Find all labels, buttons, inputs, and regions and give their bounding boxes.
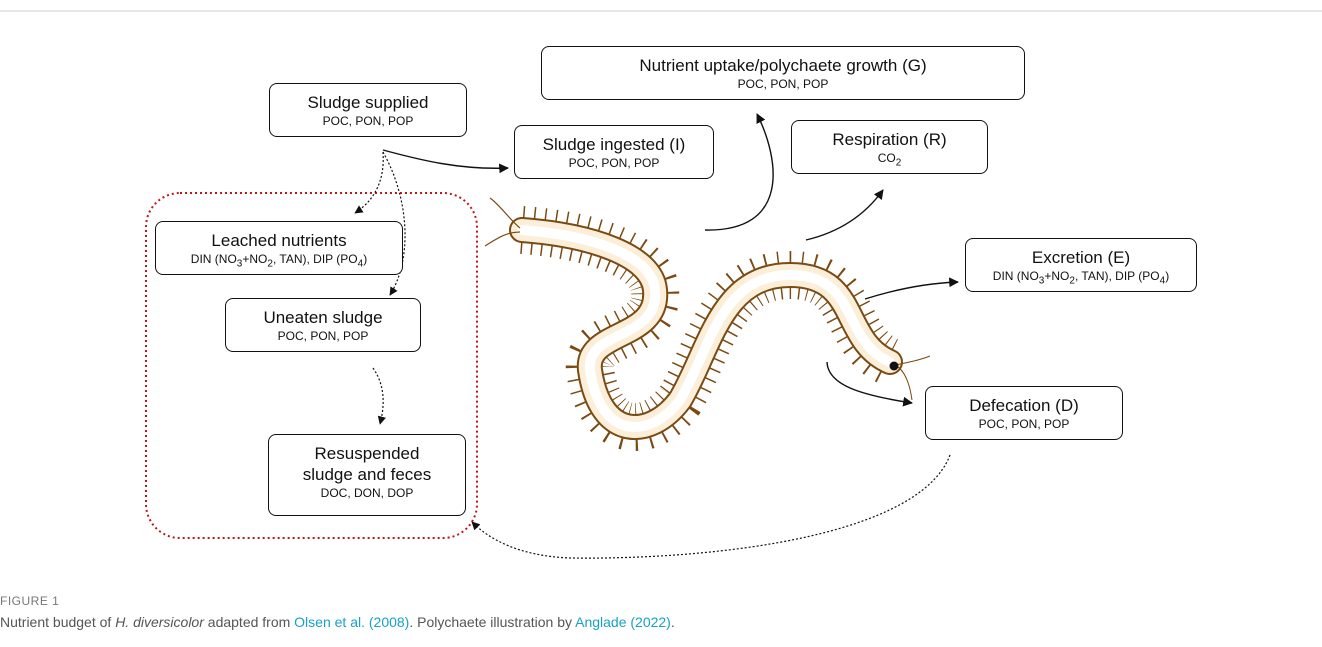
- node-sludge-ingested: Sludge ingested (I) POC, PON, POP: [514, 125, 714, 179]
- node-title: Sludge ingested (I): [542, 135, 686, 154]
- caption-part: Nutrient budget of: [0, 614, 116, 630]
- node-subtitle: POC, PON, POP: [322, 114, 414, 128]
- node-leached-nutrients: Leached nutrients DIN (NO3+NO2, TAN), DI…: [155, 221, 403, 275]
- node-title: Resuspended sludge and feces: [302, 444, 432, 484]
- node-title: Respiration (R): [832, 130, 947, 149]
- arrow-supplied-to-uneaten: [382, 151, 406, 296]
- arrow-supplied-to-ingested: [382, 149, 509, 174]
- figure-label: FIGURE 1: [0, 594, 60, 608]
- node-subtitle: POC, PON, POP: [277, 329, 369, 343]
- node-resuspended-sludge: Resuspended sludge and feces DOC, DON, D…: [268, 434, 466, 516]
- arrow-defecation-to-region: [471, 454, 951, 559]
- caption-part: adapted from: [203, 614, 295, 630]
- reference-link-anglade[interactable]: Anglade (2022): [575, 614, 671, 630]
- node-title: Uneaten sludge: [263, 308, 383, 327]
- arrow-to-respiration: [805, 189, 884, 241]
- node-uneaten-sludge: Uneaten sludge POC, PON, POP: [225, 298, 421, 352]
- node-subtitle: CO2: [877, 151, 902, 169]
- node-respiration: Respiration (R) CO2: [791, 120, 988, 174]
- arrow-to-growth: [704, 113, 774, 231]
- node-polychaete-growth: Nutrient uptake/polychaete growth (G) PO…: [541, 46, 1025, 100]
- node-subtitle: POC, PON, POP: [737, 77, 829, 91]
- node-sludge-supplied: Sludge supplied POC, PON, POP: [269, 83, 467, 137]
- node-subtitle: POC, PON, POP: [978, 417, 1070, 431]
- node-subtitle: POC, PON, POP: [568, 156, 660, 170]
- node-subtitle: DOC, DON, DOP: [320, 486, 414, 500]
- node-subtitle: DIN (NO3+NO2, TAN), DIP (PO4): [992, 269, 1170, 287]
- node-title: Sludge supplied: [307, 93, 429, 112]
- species-name: H. diversicolor: [115, 614, 204, 630]
- node-title: Excretion (E): [1031, 248, 1131, 267]
- node-title: Nutrient uptake/polychaete growth (G): [639, 56, 927, 75]
- caption-part: . Polychaete illustration by: [409, 614, 576, 630]
- caption-part: .: [670, 614, 675, 630]
- node-excretion: Excretion (E) DIN (NO3+NO2, TAN), DIP (P…: [965, 238, 1197, 292]
- node-defecation: Defecation (D) POC, PON, POP: [925, 386, 1123, 440]
- arrow-to-defecation: [826, 361, 913, 407]
- leached-region-boundary: [145, 192, 478, 539]
- polychaete-illustration: [484, 197, 931, 451]
- node-subtitle: DIN (NO3+NO2, TAN), DIP (PO4): [190, 252, 368, 270]
- reference-link-olsen[interactable]: Olsen et al. (2008): [294, 614, 410, 630]
- node-title: Defecation (D): [969, 396, 1079, 415]
- arrow-supplied-to-leached: [354, 151, 384, 214]
- arrow-to-excretion: [864, 277, 959, 300]
- figure-caption: FIGURE 1 Nutrient budget of H. diversico…: [0, 594, 1322, 630]
- node-title: Leached nutrients: [211, 231, 347, 250]
- caption-text: Nutrient budget of H. diversicolor adapt…: [0, 614, 1322, 630]
- arrow-uneaten-to-resuspended: [372, 367, 386, 425]
